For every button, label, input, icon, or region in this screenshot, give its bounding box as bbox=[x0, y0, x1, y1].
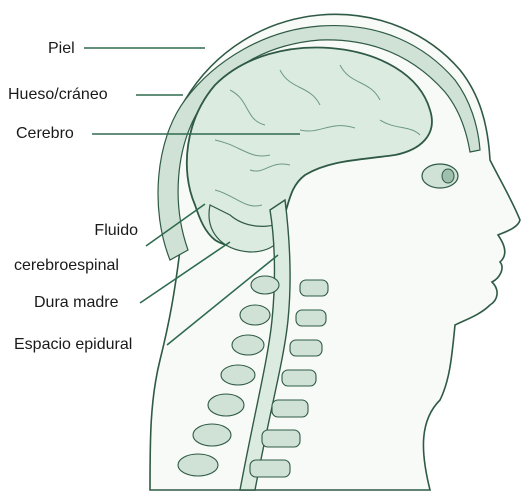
label-piel: Piel bbox=[48, 40, 75, 58]
label-fluido-line2: cerebroespinal bbox=[14, 257, 119, 275]
eye-pupil bbox=[442, 169, 454, 183]
label-espacio-epidural: Espacio epidural bbox=[14, 336, 132, 354]
label-dura-madre: Dura madre bbox=[34, 294, 118, 312]
label-hueso-craneo: Hueso/cráneo bbox=[8, 86, 108, 104]
label-fluido-line1: Fluido bbox=[70, 222, 138, 240]
label-cerebro: Cerebro bbox=[16, 125, 74, 143]
